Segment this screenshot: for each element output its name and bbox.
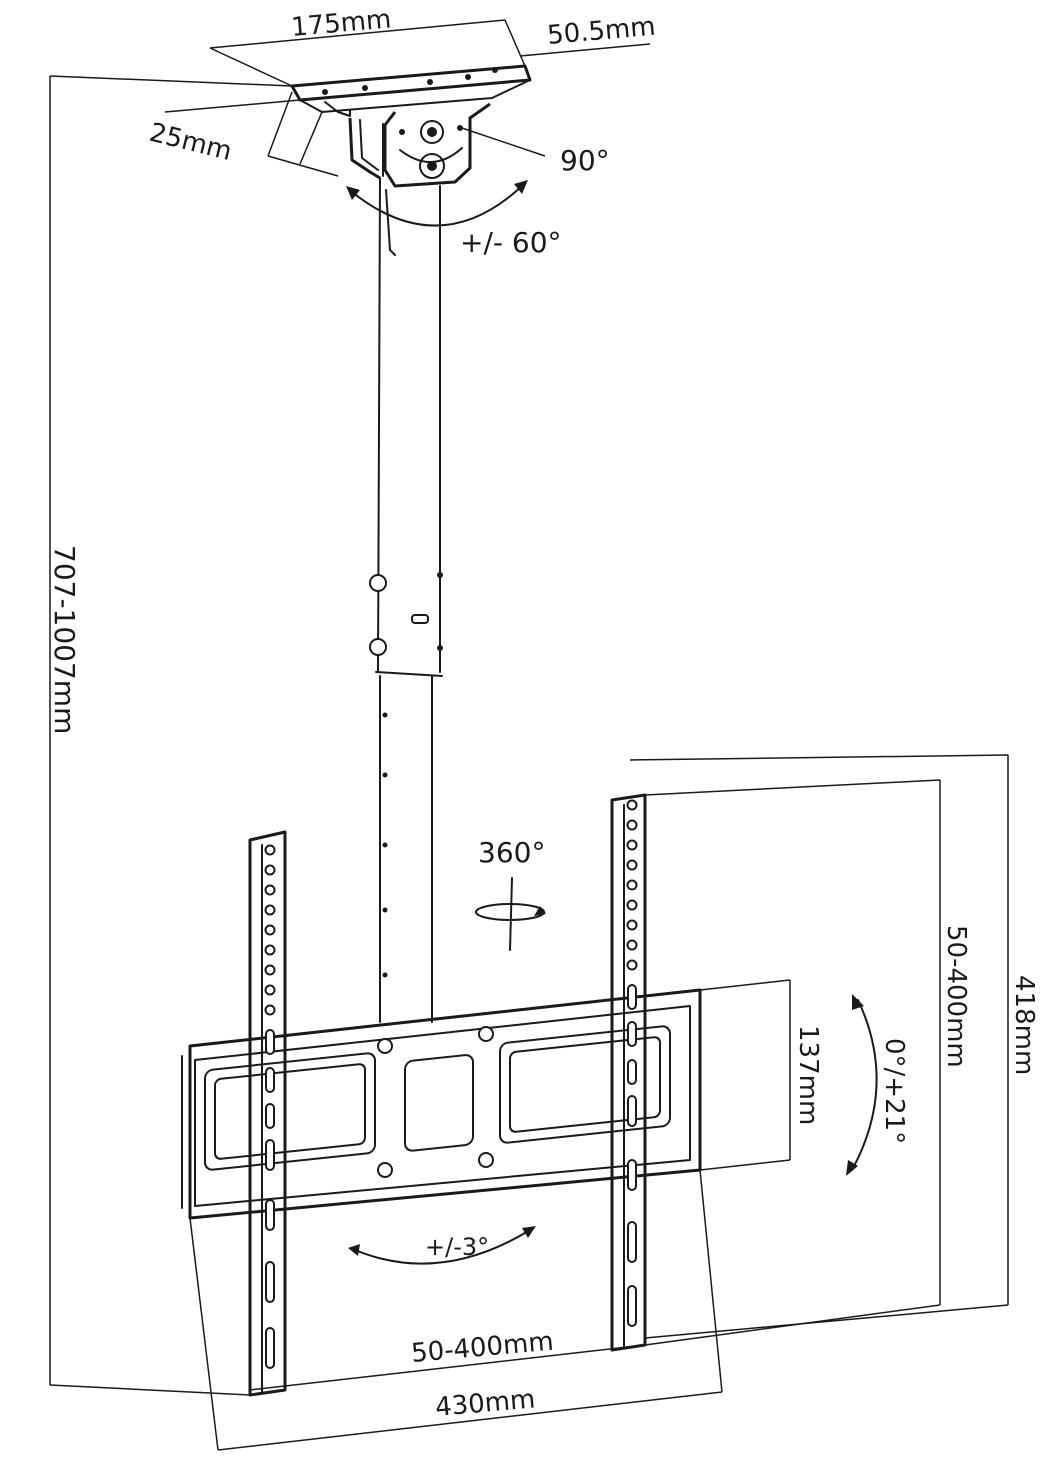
- label-pole-rotation: 360°: [478, 836, 545, 869]
- label-overall-height: 418mm: [1009, 975, 1039, 1075]
- label-head-swivel: +/- 60°: [460, 226, 562, 259]
- label-plate-width: 175mm: [290, 4, 393, 43]
- label-bracket-height: 137mm: [793, 1025, 823, 1125]
- right-arm: [610, 793, 647, 1352]
- label-level-adjust: +/-3°: [425, 1233, 489, 1261]
- pole: [369, 177, 443, 1023]
- left-arm: [248, 830, 287, 1397]
- label-head-rotation: 90°: [560, 144, 610, 177]
- swivel-head: [348, 102, 491, 188]
- label-plate-thickness: 25mm: [146, 118, 235, 167]
- label-overall-width: 430mm: [434, 1384, 537, 1423]
- ceiling-plate: [290, 64, 532, 117]
- mounting-plate: [181, 988, 702, 1220]
- label-pole-height: 707-1007mm: [48, 545, 81, 734]
- label-tilt: 0°/+21°: [879, 1038, 909, 1144]
- label-vertical-vesa: 50-400mm: [941, 925, 971, 1068]
- dimension-lines: [49, 19, 1009, 1451]
- label-horizontal-vesa: 50-400mm: [410, 1327, 555, 1369]
